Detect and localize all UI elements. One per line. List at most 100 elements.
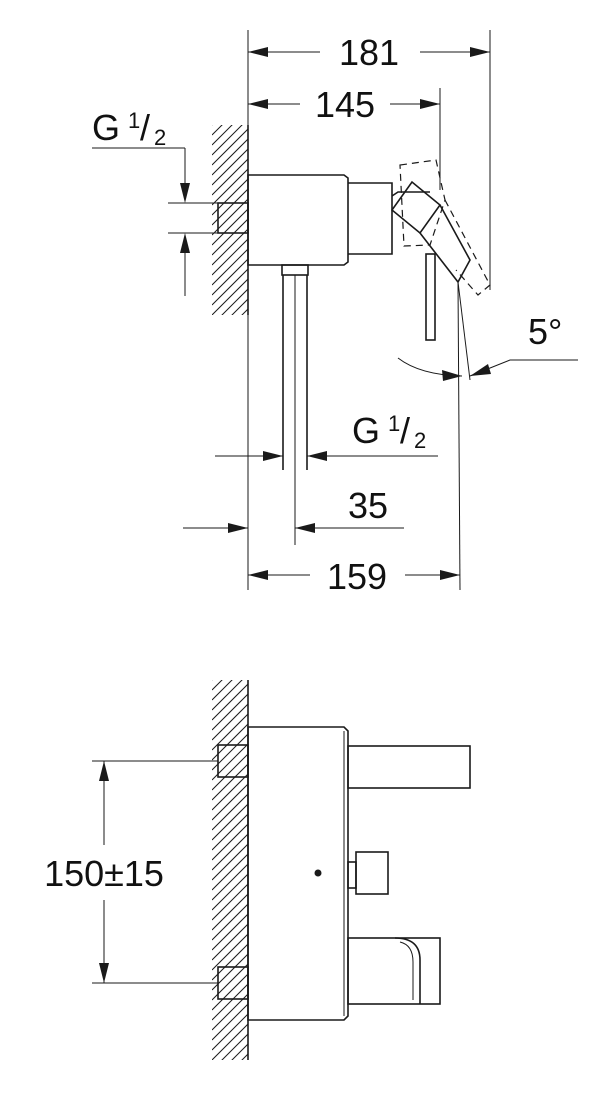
hatch-line: [212, 329, 248, 365]
hatch-line: [212, 973, 248, 1011]
hatch-line: [212, 763, 248, 801]
thread-outlet-slash: /: [400, 410, 410, 451]
hatch-line: [212, 903, 248, 941]
hatch-line: [212, 813, 248, 851]
thread-inlet-num: 1: [128, 108, 140, 133]
hatch-line: [212, 793, 248, 831]
hatch-line: [212, 923, 248, 961]
valve-body-front: [247, 726, 349, 1021]
hatch-line: [241, 308, 248, 315]
hatch-line: [212, 983, 248, 1021]
top-view: 181 145 G 1 / 2: [92, 30, 578, 597]
hatch-line: [212, 238, 248, 276]
hatch-line: [212, 693, 248, 731]
thread-inlet-slash: /: [140, 107, 150, 148]
thread-outlet-den: 2: [414, 428, 426, 453]
lever-arm: [419, 204, 471, 284]
thread-inlet-den: 2: [154, 125, 166, 150]
hatch-line: [212, 680, 233, 701]
hatch-line: [212, 773, 248, 811]
hatch-line: [212, 803, 248, 841]
hatch-line: [212, 218, 248, 256]
hatch-line: [212, 339, 248, 375]
diverter-stem: [347, 861, 357, 889]
ext-line-159: [457, 281, 461, 591]
hatch-line: [231, 298, 248, 315]
hatch-line: [212, 1064, 248, 1100]
hatch-line: [212, 349, 248, 385]
hatch-line: [212, 680, 213, 681]
hatch-line: [212, 128, 248, 166]
thread-outlet-num: 1: [388, 411, 400, 436]
angle-label: 5°: [528, 311, 562, 352]
lever-arm-dashed: [444, 199, 491, 296]
dim-label-150: 150±15: [44, 853, 164, 894]
inlet-connector: [217, 202, 249, 234]
hatch-line: [212, 680, 243, 711]
hatch-line: [212, 713, 248, 751]
dimension-159: 159: [248, 556, 460, 597]
dimension-35: 35: [183, 485, 404, 533]
hatch-line: [212, 1074, 248, 1100]
dim-label-159: 159: [327, 556, 387, 597]
hatch-line: [212, 753, 248, 791]
hatch-line: [231, 1043, 248, 1060]
thread-outlet-base: G: [352, 410, 380, 451]
hatch-line: [212, 125, 213, 126]
hatch-line: [212, 1003, 248, 1041]
valve-body: [247, 174, 349, 266]
hatch-line: [212, 893, 248, 931]
hatch-line: [212, 258, 248, 296]
lever-curve: [394, 937, 421, 1004]
thread-label-outlet: G 1 / 2: [215, 410, 438, 461]
hatch-line: [212, 993, 248, 1031]
lever-front: [347, 937, 441, 1005]
hatch-line: [212, 913, 248, 951]
hatch-line: [212, 1013, 248, 1051]
fixing-screw-mark: [314, 869, 322, 877]
dimension-181: 181: [248, 32, 490, 73]
hatch-line: [221, 1033, 248, 1060]
hatch-line: [212, 248, 248, 286]
hatch-line: [212, 823, 248, 861]
lever-dashed-position: [399, 159, 446, 247]
thread-inlet-base: G: [92, 107, 120, 148]
hatch-line: [212, 319, 248, 355]
wall-hatching-top: [212, 125, 248, 385]
angle-leg: [457, 281, 471, 381]
hatch-line: [212, 933, 248, 971]
dimension-145: 145: [248, 84, 440, 125]
hatch-line: [212, 148, 248, 186]
hatch-line: [212, 1023, 248, 1060]
front-view: 150±15: [44, 680, 471, 1100]
dim-label-145: 145: [315, 84, 375, 125]
hatch-line: [212, 833, 248, 871]
diverter-knob: [355, 851, 389, 895]
lever-head: [390, 180, 442, 235]
hatch-line: [212, 783, 248, 821]
hatch-line: [212, 125, 243, 156]
lower-inlet-connector: [217, 966, 249, 1000]
hatch-line: [212, 278, 248, 315]
hatch-line: [212, 228, 248, 266]
spout: [347, 745, 471, 789]
hatch-line: [212, 683, 248, 721]
angle-5deg: 5°: [397, 311, 578, 381]
wall-hatching-bottom: [212, 680, 248, 1100]
lever-hub: [348, 182, 393, 255]
dimension-150: 150±15: [44, 760, 218, 984]
hatch-line: [212, 168, 248, 206]
outlet-nut: [281, 264, 309, 276]
hatch-line: [212, 208, 248, 246]
hatch-line: [212, 125, 233, 146]
hatch-line: [212, 883, 248, 921]
dim-label-35: 35: [348, 485, 388, 526]
lever-curve-inner: [399, 941, 414, 1000]
thread-label-inlet: G 1 / 2: [92, 107, 218, 296]
hatch-line: [212, 863, 248, 901]
hatch-line: [212, 680, 223, 691]
hatch-line: [212, 125, 223, 136]
hatch-line: [212, 268, 248, 306]
hatch-line: [212, 158, 248, 196]
